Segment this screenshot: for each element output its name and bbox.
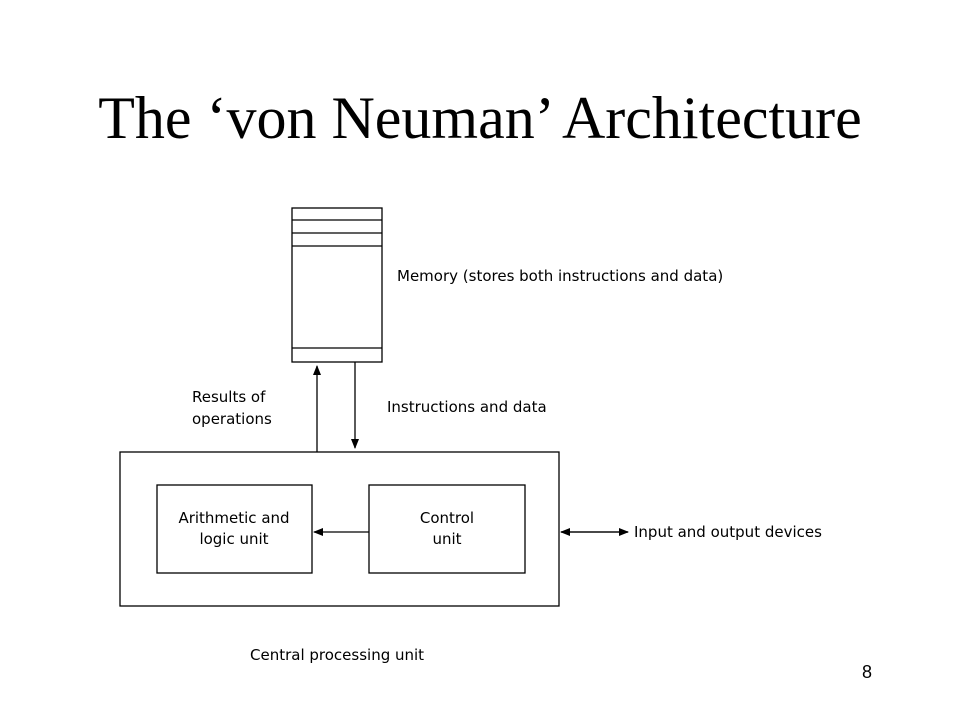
control-label-line2: unit bbox=[432, 530, 461, 548]
alu-label-line1: Arithmetic and bbox=[178, 509, 289, 527]
instructions-label: Instructions and data bbox=[387, 398, 547, 416]
cpu-box bbox=[119, 451, 560, 607]
io-label: Input and output devices bbox=[634, 523, 822, 541]
memory-label: Memory (stores both instructions and dat… bbox=[397, 267, 723, 285]
alu-box bbox=[156, 484, 313, 574]
cpu-label: Central processing unit bbox=[250, 646, 424, 664]
control-label-line1: Control bbox=[420, 509, 474, 527]
memory-block bbox=[291, 207, 383, 363]
control-unit-box bbox=[368, 484, 526, 574]
results-label-line1: Results of bbox=[192, 388, 266, 406]
results-label-line2: operations bbox=[192, 410, 272, 428]
memory-outline bbox=[291, 207, 383, 363]
slide-title: The ‘von Neuman’ Architecture bbox=[98, 85, 862, 151]
page-number: 8 bbox=[862, 662, 873, 682]
alu-label-line2: logic unit bbox=[199, 530, 268, 548]
